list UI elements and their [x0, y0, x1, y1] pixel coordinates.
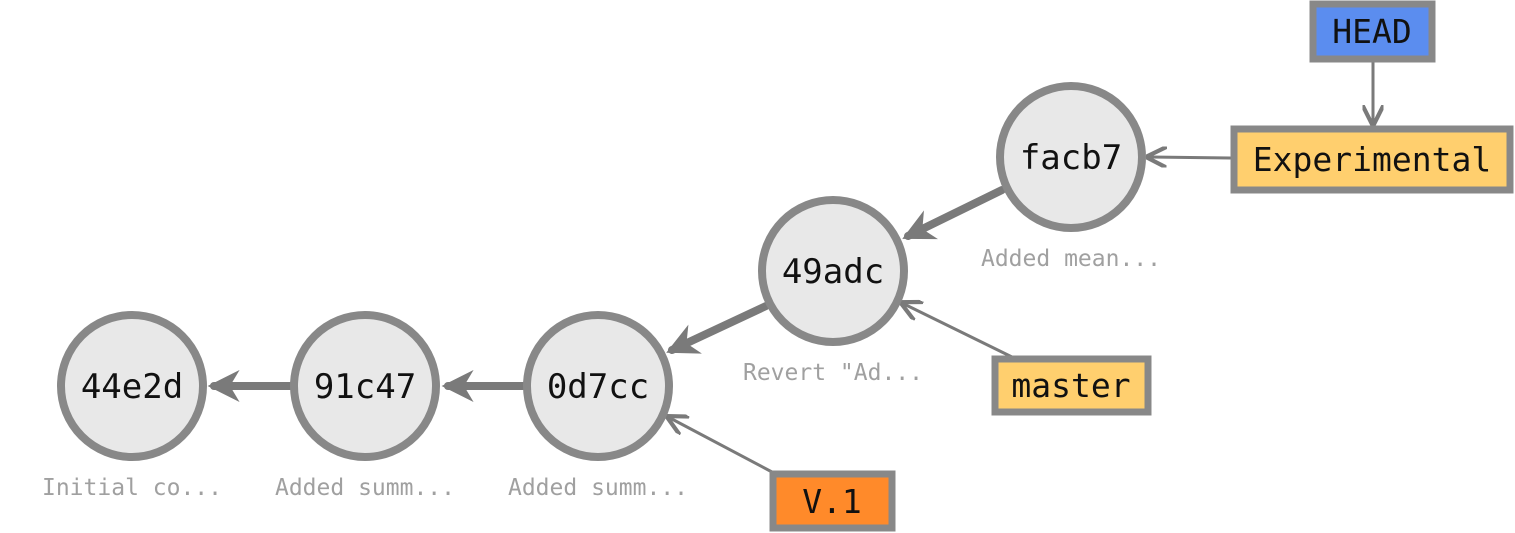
commit-circle: [523, 311, 673, 461]
ref-v1-box: [769, 470, 896, 532]
ref-master[interactable]: master: [991, 355, 1152, 416]
ref-master-box: [991, 355, 1152, 416]
commit-message: Initial co...: [42, 475, 222, 501]
parent-edges: [207, 186, 1006, 402]
ref-head-box: [1309, 0, 1436, 63]
commit-hash: 44e2d: [81, 367, 183, 407]
commit-circle: [996, 82, 1146, 232]
ref-experimental-label: Experimental: [1253, 140, 1491, 179]
pointer-experimental-to-facb7: [1150, 157, 1232, 158]
ref-v1-label: V.1: [802, 482, 862, 521]
commit-circle: [758, 196, 908, 346]
commit-message: Added summ...: [275, 475, 455, 501]
commit-circle: [57, 311, 207, 461]
ref-experimental[interactable]: Experimental: [1230, 125, 1514, 194]
commit-message: Added mean...: [981, 246, 1161, 272]
ref-head-label: HEAD: [1332, 12, 1411, 51]
ref-pointers: [670, 60, 1373, 474]
commit-circle: [290, 311, 440, 461]
commit-message: Revert "Ad...: [743, 360, 923, 386]
ref-master-label: master: [1011, 366, 1130, 405]
commit-node-facb7[interactable]: facb7 Added mean...: [981, 82, 1161, 272]
ref-head[interactable]: HEAD: [1309, 0, 1436, 63]
ref-v1[interactable]: V.1: [769, 470, 896, 532]
commit-node-44e2d[interactable]: 44e2d Initial co...: [42, 311, 222, 501]
edge-49adc-to-0d7cc: [666, 302, 770, 354]
pointer-v1-to-0d7cc: [670, 418, 774, 474]
commit-hash: facb7: [1020, 138, 1122, 178]
commit-node-0d7cc[interactable]: 0d7cc Added summ...: [508, 311, 688, 501]
commit-hash: 0d7cc: [547, 367, 649, 407]
commit-node-49adc[interactable]: 49adc Revert "Ad...: [743, 196, 923, 386]
commit-node-91c47[interactable]: 91c47 Added summ...: [275, 311, 455, 501]
edge-facb7-to-49adc: [902, 186, 1006, 240]
commit-hash: 91c47: [314, 367, 416, 407]
pointer-master-to-49adc: [904, 304, 1014, 359]
ref-experimental-box: [1230, 125, 1514, 194]
commit-hash: 49adc: [782, 252, 884, 292]
commit-message: Added summ...: [508, 475, 688, 501]
